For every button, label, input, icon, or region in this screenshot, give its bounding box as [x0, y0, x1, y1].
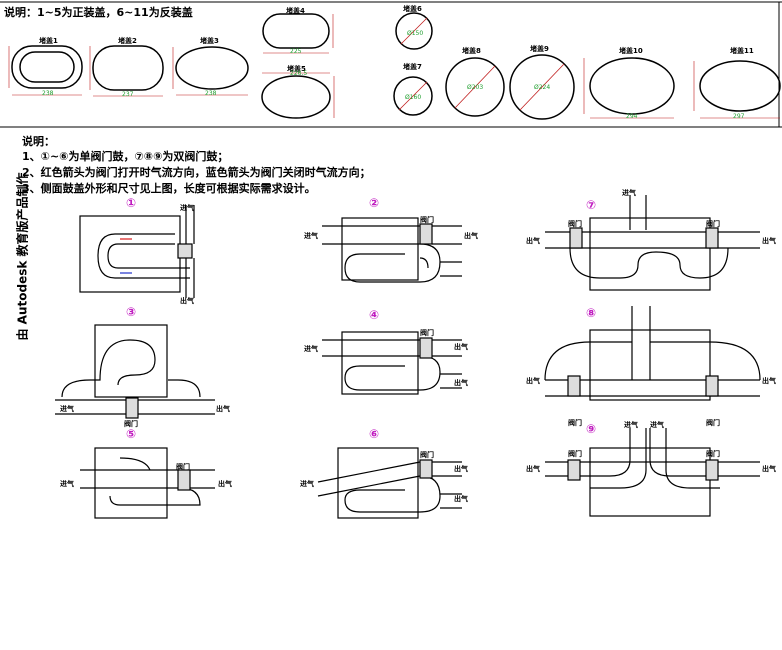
cover-7-label: 堵盖7: [403, 63, 422, 71]
notes-line-3: 3、侧面鼓盖外形和尺寸见上图，长度可根据实际需求设计。: [22, 182, 316, 195]
diagram-3: [55, 324, 215, 419]
d8-outlet-right: 出气: [762, 377, 776, 385]
d4-valve: 阀门: [420, 329, 434, 337]
diagram-4: [322, 331, 462, 395]
diagram-1: [79, 205, 195, 298]
diagram-4-number: ④: [369, 308, 380, 322]
d4-outlet-2: 出气: [454, 379, 468, 387]
cover-7-dia: Ø160: [405, 94, 422, 101]
cover-4-width: 225: [290, 48, 302, 55]
d4-outlet-1: 出气: [454, 343, 468, 351]
cover-9-label: 堵盖9: [530, 45, 549, 53]
cover-8: [445, 57, 505, 117]
d2-inlet: 进气: [304, 232, 318, 240]
cover-5-width: 226.5: [290, 70, 308, 77]
cover-7: [393, 76, 433, 116]
diagram-5-number: ⑤: [126, 427, 137, 441]
diagram-8: [544, 306, 761, 401]
d7-outlet-right: 出气: [762, 237, 776, 245]
d9-valve-left: 阀门: [568, 450, 582, 458]
d9-outlet-left: 出气: [526, 465, 540, 473]
d2-valve: 阀门: [420, 216, 434, 224]
notes-title: 说明：: [22, 135, 55, 148]
cover-3-label: 堵盖3: [200, 37, 219, 45]
d6-outlet-1: 出气: [454, 465, 468, 473]
d6-outlet-2: 出气: [454, 495, 468, 503]
d6-valve: 阀门: [420, 451, 434, 459]
diagram-8-number: ⑧: [586, 306, 597, 320]
d6-inlet: 进气: [300, 480, 314, 488]
d2-outlet: 出气: [464, 232, 478, 240]
d1-outlet: 出气: [180, 297, 194, 305]
cover-9: [509, 54, 575, 120]
d7-valve-right: 阀门: [706, 220, 720, 228]
diagram-2-number: ②: [369, 196, 380, 210]
diagram-6: [317, 447, 462, 519]
diagram-2: [322, 217, 462, 283]
diagram-5: [80, 447, 215, 519]
d5-inlet: 进气: [60, 480, 74, 488]
cover-5-label: 堵盖5: [287, 65, 306, 73]
d7-inlet: 进气: [622, 189, 636, 197]
cover-1-width: 238: [42, 90, 54, 97]
notes-line-2: 2、红色箭头为阀门打开时气流方向，蓝色箭头为阀门关闭时气流方向；: [22, 166, 371, 179]
cover-6-label: 堵盖6: [403, 5, 422, 13]
d8-outlet-left: 出气: [526, 377, 540, 385]
cover-2-width: 237: [122, 91, 134, 98]
cover-5: [261, 72, 335, 119]
d4-inlet: 进气: [304, 345, 318, 353]
d3-valve: 阀门: [124, 420, 138, 428]
cover-10: [583, 57, 675, 119]
d8-valve-right: 阀门: [706, 419, 720, 427]
cover-6: [395, 12, 433, 50]
d8-valve-left: 阀门: [568, 419, 582, 427]
cover-4-label: 堵盖4: [286, 7, 305, 15]
diagram-7-number: ⑦: [586, 198, 597, 212]
cover-11-width: 297: [733, 113, 745, 120]
d5-outlet: 出气: [218, 480, 232, 488]
cover-10-width: 294: [626, 113, 638, 120]
d5-valve: 阀门: [176, 463, 190, 471]
cover-4: [262, 13, 334, 54]
cover-3-width: 238: [205, 90, 217, 97]
cover-8-label: 堵盖8: [462, 47, 481, 55]
cover-9-dia: Ø224: [534, 84, 551, 91]
cover-11: [693, 60, 781, 119]
cover-6-dia: Ø150: [407, 30, 424, 37]
cover-8-dia: Ø203: [467, 84, 484, 91]
d9-valve-right: 阀门: [706, 450, 720, 458]
cover-3: [172, 46, 249, 96]
cover-1: [8, 45, 83, 96]
d7-valve-left: 阀门: [568, 220, 582, 228]
d9-inlet-left: 进气: [624, 421, 638, 429]
d7-outlet-left: 出气: [526, 237, 540, 245]
cover-2-label: 堵盖2: [118, 37, 137, 45]
cover-2: [89, 45, 164, 97]
d3-inlet: 进气: [60, 405, 74, 413]
diagram-1-number: ①: [126, 196, 137, 210]
diagram-9-number: ⑨: [586, 422, 597, 436]
d9-inlet-right: 进气: [650, 421, 664, 429]
diagram-6-number: ⑥: [369, 427, 380, 441]
watermark: 由 Autodesk 教育版产品制作: [15, 172, 30, 341]
diagram-7: [545, 195, 760, 291]
cover-1-label: 堵盖1: [39, 37, 58, 45]
notes-line-1: 1、①~⑥为单阀门鼓，⑦⑧⑨为双阀门鼓；: [22, 150, 229, 163]
header-note: 说明：1~5为正装盖，6~11为反装盖: [4, 6, 193, 19]
diagram-9: [545, 428, 760, 517]
d9-outlet-right: 出气: [762, 465, 776, 473]
diagram-3-number: ③: [126, 305, 137, 319]
d3-outlet: 出气: [216, 405, 230, 413]
d1-inlet: 进气: [180, 204, 194, 212]
cover-10-label: 堵盖10: [619, 47, 643, 55]
cover-11-label: 堵盖11: [730, 47, 754, 55]
